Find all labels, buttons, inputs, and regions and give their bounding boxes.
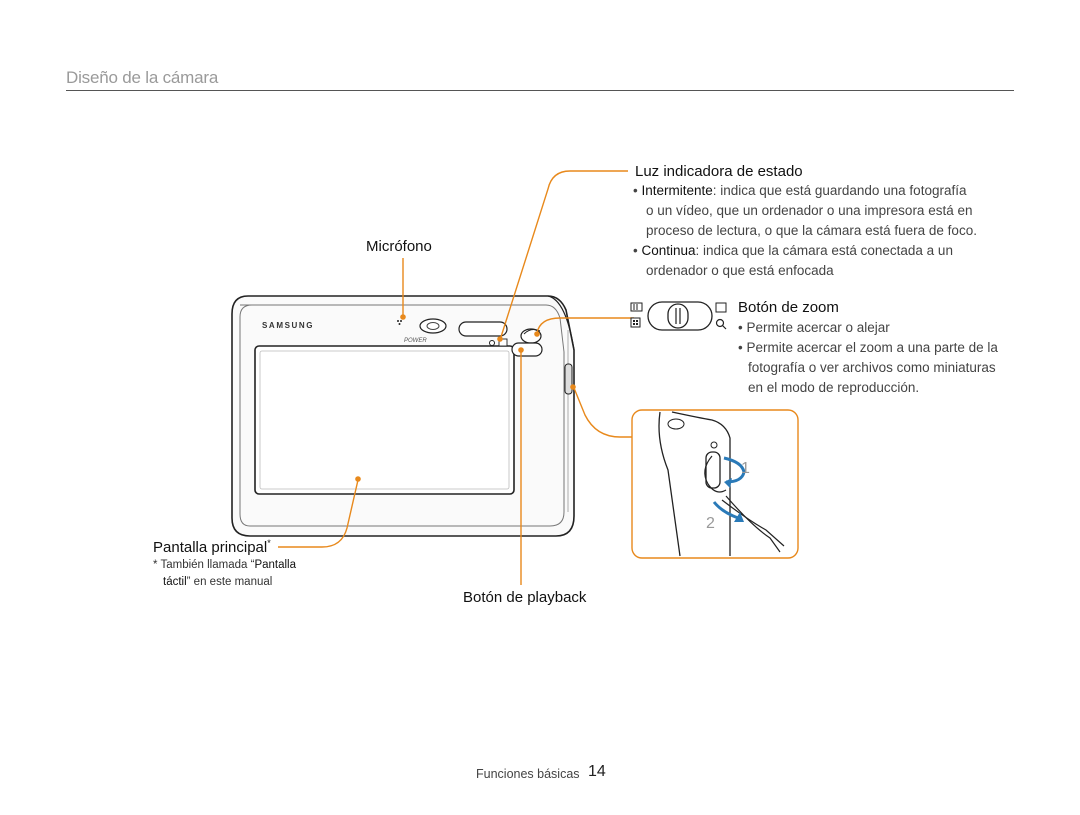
shutter-button[interactable] — [458, 321, 508, 337]
zoom-label: Botón de zoom — [738, 299, 839, 316]
playback-icon — [498, 338, 508, 347]
footer-section-label: Funciones básicas — [476, 767, 580, 781]
main-screen-label: Pantalla principal* — [153, 538, 271, 556]
power-button[interactable] — [419, 318, 447, 334]
main-screen-note-line-1: * También llamada “Pantalla — [153, 559, 296, 571]
zoom-control-icon — [630, 301, 727, 331]
zoom-bullet-2-line-2: fotografía o ver archivos como miniatura… — [748, 360, 996, 375]
status-bullet-1-line-3: proceso de lectura, o que la cámara está… — [646, 223, 977, 238]
title-divider — [66, 90, 1014, 91]
power-label: POWER — [404, 338, 427, 344]
note-term-pantalla: Pantalla — [254, 559, 296, 571]
section-title: Diseño de la cámara — [66, 68, 219, 87]
main-screen-asterisk: * — [267, 538, 271, 548]
page-number: 14 — [588, 763, 606, 780]
status-bullet-2-line-1: : indica que la cámara está conectada a … — [695, 243, 953, 258]
strap-lug — [564, 363, 573, 395]
zoom-bullet-2: • Permite acercar el zoom a una parte de… — [738, 340, 998, 355]
microphone-label: Micrófono — [366, 238, 432, 255]
status-light — [489, 340, 495, 346]
main-screen — [254, 345, 515, 495]
main-screen-note-line-2: táctil” en este manual — [163, 576, 273, 588]
zoom-bullet-2-line-3: en el modo de reproducción. — [748, 380, 920, 395]
status-bullet-1-line-1: : indica que está guardando una fotograf… — [712, 183, 967, 198]
status-bullet-1-line-2: o un vídeo, que un ordenador o una impre… — [646, 203, 973, 218]
camera-brand: SAMSUNG — [262, 321, 314, 330]
strap-inset — [631, 409, 799, 559]
playback-button[interactable] — [511, 342, 543, 357]
callout-lines — [278, 170, 636, 585]
status-light-bullet-1: • Intermitente: indica que está guardand… — [633, 183, 967, 198]
status-bullet-2-line-2: ordenador o que está enfocada — [646, 263, 834, 278]
status-light-label: Luz indicadora de estado — [635, 163, 803, 180]
playback-label: Botón de playback — [463, 589, 587, 606]
status-light-bullet-2: • Continua: indica que la cámara está co… — [633, 243, 953, 258]
strap-step-2: 2 — [706, 515, 715, 532]
status-term-continua: Continua — [641, 243, 696, 258]
strap-step-1: 1 — [741, 460, 750, 477]
note-term-tactil: táctil — [163, 576, 187, 588]
zoom-bullet-1: • Permite acercar o alejar — [738, 320, 890, 335]
microphone-holes — [397, 320, 402, 325]
callout-dots — [355, 314, 576, 482]
status-term-intermitente: Intermitente — [641, 183, 713, 198]
